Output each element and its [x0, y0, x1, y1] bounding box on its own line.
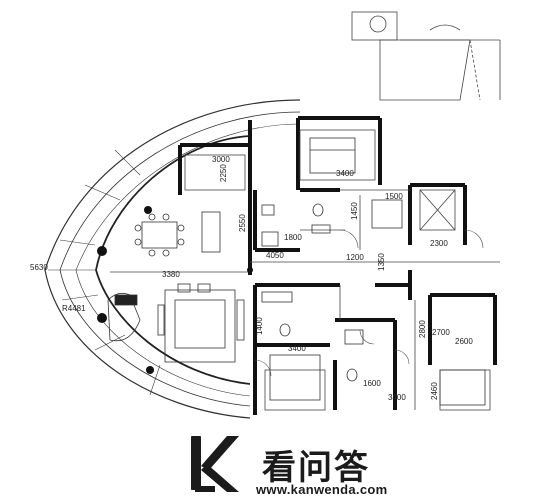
dim-label: R4481: [62, 304, 86, 313]
bathroom-fixtures: [261, 199, 403, 382]
dim-label: 3400: [288, 344, 306, 353]
dim-label: 3000: [212, 155, 230, 164]
beds: [269, 137, 486, 406]
dim-label: 2250: [219, 164, 228, 182]
dim-label: 1600: [363, 379, 381, 388]
dim-label: 1400: [255, 317, 264, 335]
upper-outline: [351, 11, 501, 101]
living-furniture: [107, 283, 245, 363]
curved-facade: [44, 99, 301, 419]
dim-label: 2600: [455, 337, 473, 346]
dim-label: 2550: [238, 214, 247, 232]
dim-label: 1500: [385, 192, 403, 201]
kitchen-island: [201, 211, 221, 253]
dim-label: 1450: [350, 202, 359, 220]
k-logo: [191, 436, 239, 492]
dim-label: 2460: [430, 382, 439, 400]
columns: [97, 206, 253, 374]
interior-walls: [178, 116, 497, 415]
dim-label: 1350: [377, 253, 386, 271]
watermark-brand-text: 看问答: [262, 448, 370, 488]
dim-label: 2300: [430, 239, 448, 248]
watermark-band: [0, 420, 538, 502]
floor-plan: 3000 2250 3400 1500 1450 2300 3380 1200 …: [30, 11, 501, 419]
dim-label: 3380: [162, 270, 180, 279]
dim-label: 2800: [418, 320, 427, 338]
dimension-labels: 3000 2250 3400 1500 1450 2300 3380 1200 …: [30, 155, 473, 402]
dim-label: 4050: [266, 251, 284, 260]
dim-label: 2700: [432, 328, 450, 337]
dining-table: [134, 213, 185, 257]
dim-label: 3400: [336, 169, 354, 178]
watermark-url: www.kanwenda.com: [256, 482, 388, 497]
dim-label: 1200: [346, 253, 364, 262]
dim-label: 1800: [284, 233, 302, 242]
dim-label: 5630: [30, 263, 48, 272]
door-swings: [254, 229, 484, 377]
thin-partitions: [110, 129, 500, 411]
dim-label: 3400: [388, 393, 406, 402]
